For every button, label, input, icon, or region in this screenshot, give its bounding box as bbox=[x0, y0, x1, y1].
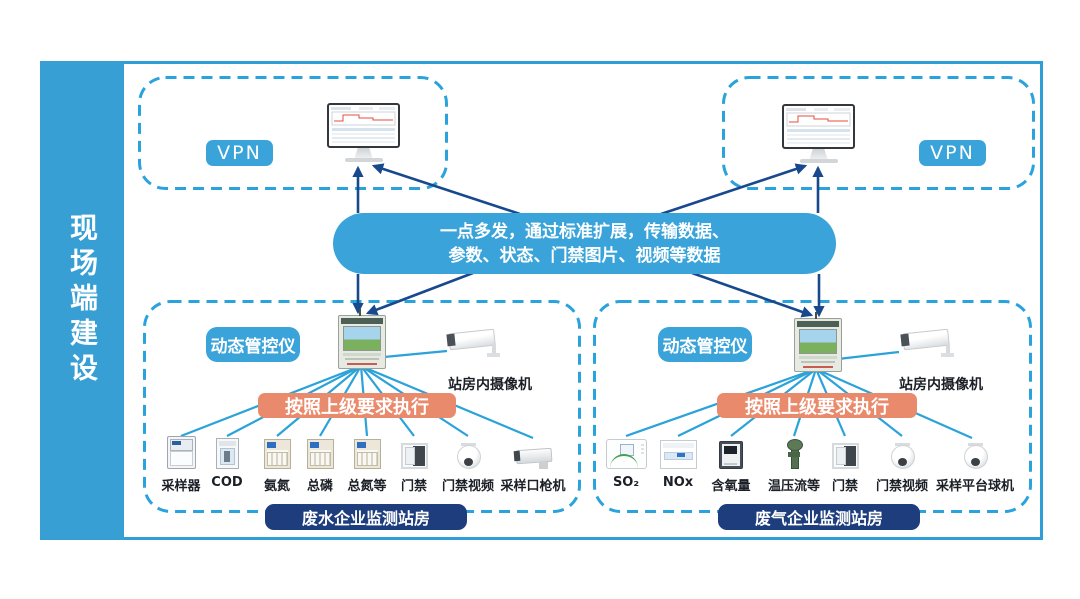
controller-text: 动态管控仪 bbox=[662, 337, 748, 357]
device-sample-gun-cam: 采样口枪机 bbox=[491, 436, 575, 494]
monitor-screen bbox=[782, 104, 855, 149]
controller-text: 动态管控仪 bbox=[210, 337, 296, 357]
order-box-left: 按照上级要求执行 bbox=[258, 393, 456, 418]
device-label: 采样平台球机 bbox=[935, 479, 1014, 494]
station-text: 废水企业监测站房 bbox=[301, 509, 430, 528]
access-door-icon bbox=[831, 443, 859, 469]
monitor-right bbox=[782, 104, 855, 163]
controller-label-left: 动态管控仪 bbox=[206, 327, 300, 362]
oxygen-analyzer-icon bbox=[719, 441, 743, 469]
device-label: 采样口枪机 bbox=[500, 479, 566, 494]
monitor-screen bbox=[327, 103, 400, 148]
device-door-video-right: 门禁视频 bbox=[860, 436, 944, 494]
monitor-base bbox=[344, 158, 383, 162]
monitor-stand bbox=[354, 148, 373, 158]
flow-probe-icon bbox=[784, 439, 804, 469]
vpn-label-right: VPN bbox=[919, 140, 986, 166]
monitor-base bbox=[799, 159, 838, 163]
bullet-camera-icon bbox=[446, 323, 504, 361]
monitor-stand bbox=[809, 149, 828, 159]
dome-camera-icon bbox=[890, 443, 915, 469]
vpn-text: VPN bbox=[930, 142, 975, 164]
dome-camera-icon bbox=[456, 443, 481, 469]
station-text: 废气企业监测站房 bbox=[754, 509, 883, 528]
device-platform-dome: 采样平台球机 bbox=[933, 436, 1017, 494]
data-logger-left bbox=[338, 309, 386, 369]
center-info-box: 一点多发，通过标准扩展，传输数据、 参数、状态、门禁图片、视频等数据 bbox=[333, 213, 836, 274]
station-label-left: 废水企业监测站房 bbox=[265, 504, 467, 530]
device-label: 门禁视频 bbox=[875, 479, 928, 494]
dome-camera-icon bbox=[963, 443, 988, 469]
sidebar-title: 现场端建设 bbox=[66, 213, 99, 388]
order-text: 按照上级要求执行 bbox=[285, 396, 429, 418]
bullet-camera-icon bbox=[512, 447, 554, 469]
station-label-right: 废气企业监测站房 bbox=[718, 504, 920, 530]
order-box-right: 按照上级要求执行 bbox=[717, 393, 917, 418]
center-box-line2: 参数、状态、门禁图片、视频等数据 bbox=[448, 245, 721, 266]
monitor-left bbox=[327, 103, 400, 162]
vpn-label-left: VPN bbox=[206, 140, 273, 166]
access-door-icon bbox=[400, 443, 428, 469]
data-logger-right bbox=[794, 312, 842, 372]
order-text: 按照上级要求执行 bbox=[745, 396, 889, 418]
camera-caption-right: 站房内摄像机 bbox=[899, 377, 983, 393]
camera-caption-left: 站房内摄像机 bbox=[448, 377, 532, 393]
sidebar: 现场端建设 bbox=[40, 61, 124, 540]
bullet-camera-icon bbox=[900, 323, 958, 361]
controller-label-right: 动态管控仪 bbox=[658, 327, 752, 362]
center-box-line1: 一点多发，通过标准扩展，传输数据、 bbox=[440, 221, 729, 242]
vpn-text: VPN bbox=[217, 142, 262, 164]
